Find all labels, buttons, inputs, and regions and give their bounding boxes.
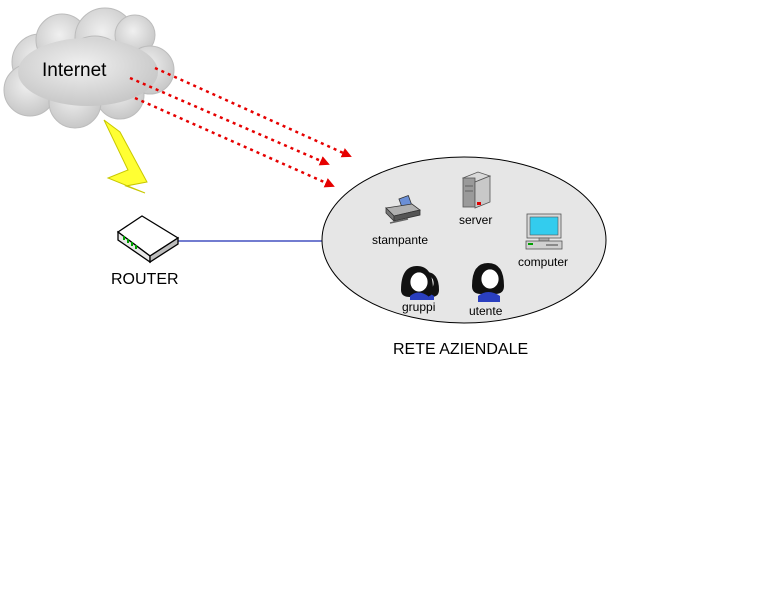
server-icon [461, 171, 492, 209]
internet-label: Internet [42, 60, 107, 81]
attack-arrows [129, 66, 352, 188]
printer-icon [385, 195, 421, 224]
computer-label: computer [518, 255, 569, 269]
lightning-icon [103, 119, 148, 194]
cloud-icon [3, 7, 175, 129]
router-label: ROUTER [111, 271, 179, 288]
user-label: utente [469, 304, 503, 318]
user-icon [472, 263, 504, 302]
computer-icon [525, 213, 563, 250]
groups-icon [401, 266, 439, 300]
router-icon [116, 215, 180, 264]
attack-arrow-1 [154, 66, 352, 158]
attack-arrow-2 [129, 76, 330, 166]
groups-label: gruppi [402, 300, 436, 314]
network-label: RETE AZIENDALE [393, 341, 529, 358]
server-label: server [459, 213, 493, 227]
attack-arrow-3 [134, 96, 335, 188]
printer-label: stampante [372, 233, 429, 247]
network-area [321, 156, 607, 324]
